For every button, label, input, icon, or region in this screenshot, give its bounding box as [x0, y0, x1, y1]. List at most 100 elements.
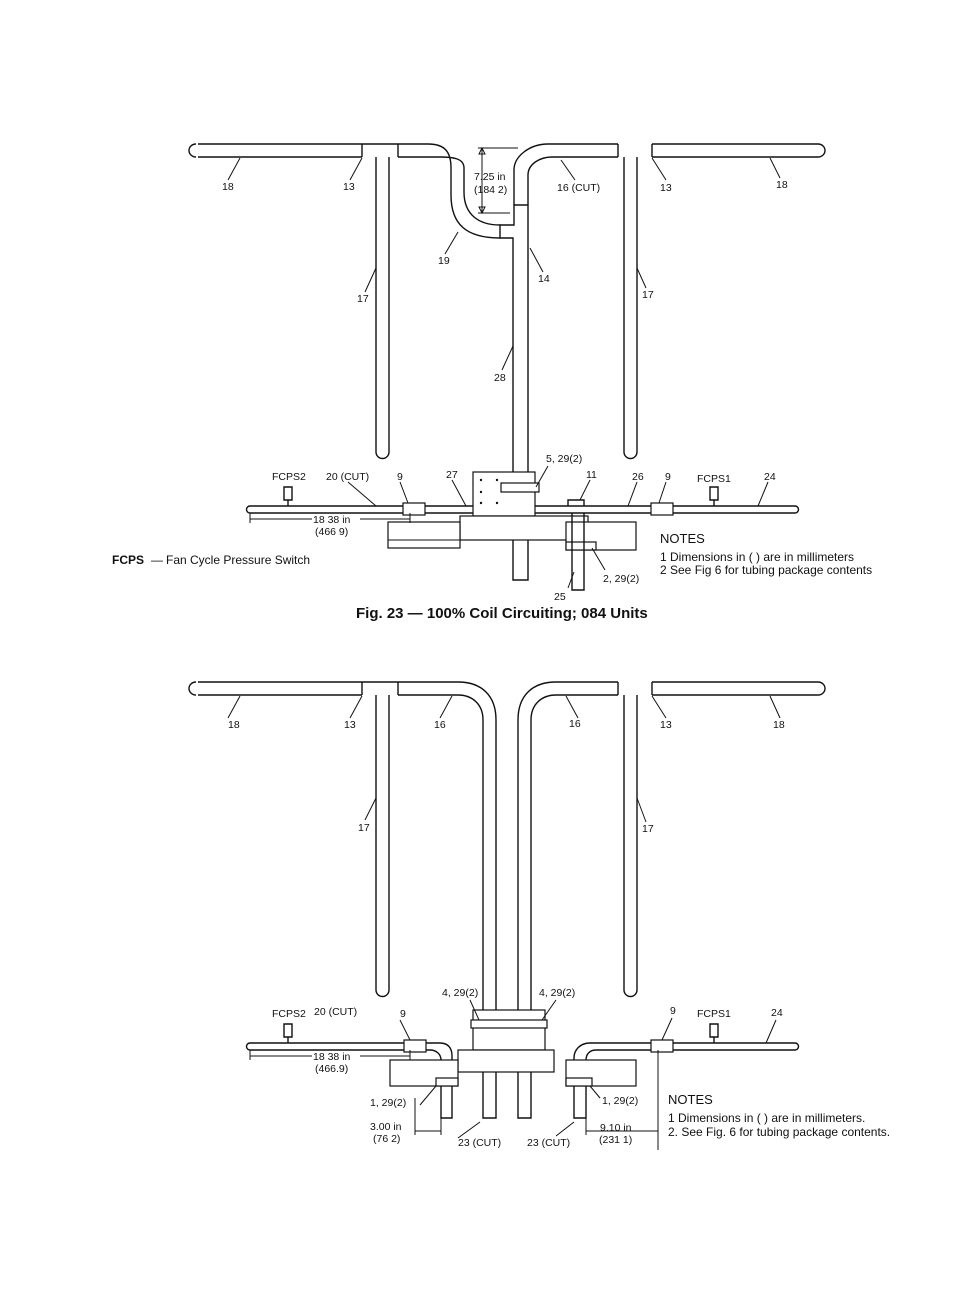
fitting-9-left — [402, 502, 426, 516]
pipe-19 — [398, 143, 501, 239]
pipe-18-left — [188, 143, 398, 158]
fig23-label-fcps1: FCPS1 — [697, 473, 731, 485]
fig24-label-20-cut: 20 (CUT) — [314, 1006, 357, 1018]
legend-dash: — — [151, 553, 163, 567]
fig23-label-9-right: 9 — [665, 471, 671, 483]
dim-3-00 — [414, 1098, 442, 1135]
fig23-notes-title: NOTES — [660, 531, 705, 546]
fig23-label-17-left: 17 — [357, 293, 369, 305]
fig24-note-2: 2. See Fig. 6 for tubing package content… — [668, 1125, 890, 1139]
fig23-label-17-right: 17 — [642, 289, 654, 301]
pipe-16-cut — [513, 143, 618, 205]
fig23-dim-mm: (184 2) — [474, 184, 507, 196]
clamp-4 — [470, 1019, 548, 1029]
fig24-dim3-in: 3.00 in — [370, 1121, 402, 1133]
fig23-dim2-mm: (466 9) — [315, 526, 348, 538]
clamp-2 — [565, 541, 597, 551]
fig24-diagram — [188, 681, 826, 1150]
fig24-label-fcps2: FCPS2 — [272, 1008, 306, 1020]
fig23-label-13-right: 13 — [660, 182, 672, 194]
fig24-note-1: 1 Dimensions in ( ) are in millimeters. — [668, 1111, 865, 1125]
support-block — [457, 1049, 555, 1073]
dim-18-38 — [249, 513, 411, 523]
fcps1-switch — [709, 1023, 719, 1043]
fig24-label-23-right: 23 (CUT) — [527, 1137, 570, 1149]
fig24-label-24: 24 — [771, 1007, 783, 1019]
fig23-label-2: 2, 29(2) — [603, 573, 639, 585]
fig23-label-25: 25 — [554, 591, 566, 603]
fig24-notes-title: NOTES — [668, 1092, 713, 1107]
pipe-18-left — [188, 681, 398, 696]
fig24-dim4-in: 9.10 in — [600, 1122, 632, 1134]
fig23-label-13-left: 13 — [343, 181, 355, 193]
fig23-label-16-cut: 16 (CUT) — [557, 182, 600, 194]
fig23-dim2-in: 18 38 in — [313, 514, 351, 526]
pipe-17-right — [623, 157, 638, 460]
pipe-17-right — [623, 695, 638, 998]
tee-13-left — [361, 682, 399, 695]
fig23-label-26: 26 — [632, 471, 644, 483]
fcps2-switch — [283, 1023, 293, 1043]
fig23-note-2: 2 See Fig 6 for tubing package contents — [660, 563, 872, 577]
fig24-label-fcps1: FCPS1 — [697, 1008, 731, 1020]
fig24-label-17-left: 17 — [358, 822, 370, 834]
fitting-9-right — [650, 502, 674, 516]
fig24-dim4-mm: (231 1) — [599, 1134, 632, 1146]
fig23-caption: Fig. 23 — 100% Coil Circuiting; 084 Unit… — [356, 605, 648, 622]
tee-13-left — [361, 144, 399, 157]
dim-7-25 — [478, 147, 518, 214]
fig24-label-23-left: 23 (CUT) — [458, 1137, 501, 1149]
bracket-center — [472, 1009, 546, 1051]
pipe-24-23-right — [573, 1042, 800, 1119]
pipe-16-left — [398, 681, 497, 1119]
clamp-1-right — [565, 1077, 593, 1087]
fig23-diagram — [188, 143, 826, 591]
fig23-label-20-cut: 20 (CUT) — [326, 471, 369, 483]
fig23-label-18-left: 18 — [222, 181, 234, 193]
fig24-label-9-right: 9 — [670, 1005, 676, 1017]
fig23-label-11: 11 — [586, 469, 597, 481]
dim-18-38 — [249, 1050, 411, 1060]
pipe-17-left — [375, 157, 390, 460]
legend-abbr: FCPS — [112, 553, 144, 567]
fig23-label-9-left: 9 — [397, 471, 403, 483]
fig24-label-1-left: 1, 29(2) — [370, 1097, 406, 1109]
fig24-label-4-right: 4, 29(2) — [539, 987, 575, 999]
fcps2-switch — [283, 486, 293, 506]
legend-text: Fan Cycle Pressure Switch — [166, 553, 310, 567]
fig24-label-13-right: 13 — [660, 719, 672, 731]
fig24-label-9-left: 9 — [400, 1008, 406, 1020]
fig24-label-18-left: 18 — [228, 719, 240, 731]
clamp-5 — [500, 482, 540, 493]
clamp-1-left — [435, 1077, 459, 1087]
fitting-9-right — [650, 1039, 674, 1053]
fig24-label-16-left: 16 — [434, 719, 446, 731]
fig23-dim-in: 7.25 in — [474, 171, 506, 183]
pipe-20-23-left — [245, 1042, 453, 1119]
fig23-label-19: 19 — [438, 255, 450, 267]
fig24-label-17-right: 17 — [642, 823, 654, 835]
dim-9-10 — [585, 1050, 659, 1150]
pipe-17-left — [375, 695, 390, 998]
fig24-label-13-left: 13 — [344, 719, 356, 731]
fitting-9-left — [403, 1039, 427, 1053]
fig24-label-1-right: 1, 29(2) — [602, 1095, 638, 1107]
fig24-dim-mm: (466.9) — [315, 1063, 348, 1075]
fig24-dim3-mm: (76 2) — [373, 1133, 400, 1145]
fig23-label-27: 27 — [446, 469, 458, 481]
fig24-label-4-left: 4, 29(2) — [442, 987, 478, 999]
fig24-dim-in: 18 38 in — [313, 1051, 351, 1063]
fig23-label-24: 24 — [764, 471, 776, 483]
pipe-16-right — [517, 681, 618, 1119]
coil-header-left — [387, 521, 461, 549]
tee-11-pipe-25 — [567, 499, 585, 591]
fig23-label-fcps2: FCPS2 — [272, 471, 306, 483]
bracket-27 — [472, 471, 536, 517]
fig23-label-18-right: 18 — [776, 179, 788, 191]
pipe-18-right — [617, 681, 826, 696]
fig23-label-28: 28 — [494, 372, 506, 384]
fig24-label-18-right: 18 — [773, 719, 785, 731]
pipe-18-right — [617, 143, 826, 158]
fig23-label-5: 5, 29(2) — [546, 453, 582, 465]
